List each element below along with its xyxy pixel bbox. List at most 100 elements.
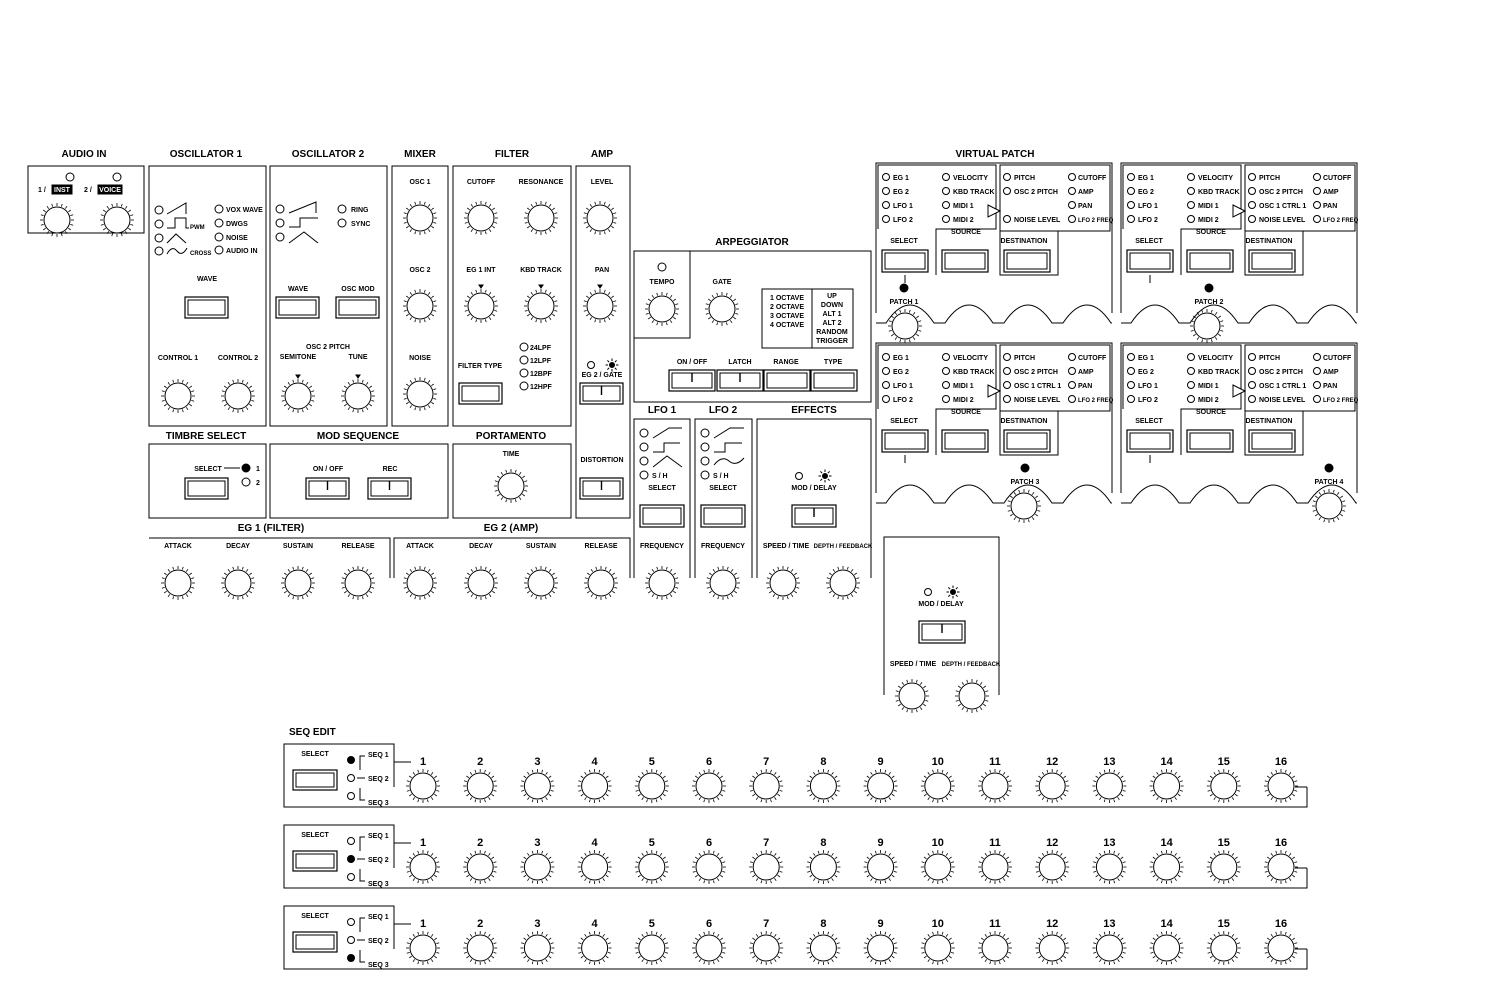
seq-row-1-step-2-knob[interactable]	[463, 769, 498, 803]
eg2-attack-knob[interactable]	[403, 566, 437, 600]
patch2-destination-button[interactable]	[1248, 249, 1296, 273]
seq-row-1-step-9-knob[interactable]	[863, 769, 898, 803]
seq-row-1-step-11-knob[interactable]	[978, 769, 1012, 803]
patch2-select-button[interactable]	[1126, 249, 1174, 273]
patch4-source-button[interactable]	[1186, 429, 1234, 453]
seq-row-1-step-12-knob[interactable]	[1035, 769, 1070, 803]
patch4-destination-button[interactable]	[1248, 429, 1296, 453]
seq-row-3-step-14-knob[interactable]	[1149, 931, 1184, 965]
seq-row-2-step-2-knob[interactable]	[463, 850, 498, 884]
seq-row-3-step-11-knob[interactable]	[978, 931, 1012, 965]
effects2-mod-delay-button[interactable]	[918, 620, 966, 644]
seq-row-1-step-13-knob[interactable]	[1092, 769, 1127, 803]
seq-row-2-step-14-knob[interactable]	[1149, 850, 1184, 884]
seq-row-3-step-8-knob[interactable]	[806, 931, 841, 965]
seq-row-3-step-7-knob[interactable]	[749, 931, 784, 965]
seq-row-3-step-12-knob[interactable]	[1035, 931, 1070, 965]
tune-knob[interactable]	[341, 374, 375, 413]
mixer-noise-knob[interactable]	[403, 377, 437, 411]
patch4-intensity-knob[interactable]	[1312, 489, 1346, 523]
seq-row-1-step-8-knob[interactable]	[806, 769, 841, 803]
seq-row-1-select-button[interactable]	[292, 769, 338, 791]
patch3-destination-button[interactable]	[1003, 429, 1051, 453]
effects-depth-feedback-knob[interactable]	[826, 566, 860, 600]
seq-row-3-step-6-knob[interactable]	[692, 931, 726, 965]
eg1-sustain-knob[interactable]	[281, 566, 315, 600]
seq-row-2-step-11-knob[interactable]	[978, 850, 1012, 884]
control1-knob[interactable]	[161, 379, 195, 413]
effects2-speed-time-knob[interactable]	[895, 679, 929, 713]
patch2-source-button[interactable]	[1186, 249, 1234, 273]
seq-row-2-step-5-knob[interactable]	[634, 850, 669, 884]
patch1-source-button[interactable]	[941, 249, 989, 273]
input1-level-knob[interactable]	[40, 203, 74, 237]
seq-row-1-step-6-knob[interactable]	[692, 769, 726, 803]
seq-row-2-step-1-knob[interactable]	[406, 850, 440, 884]
seq-row-2-step-4-knob[interactable]	[577, 850, 612, 884]
seq-row-2-step-16-knob[interactable]	[1264, 850, 1298, 884]
modseq-rec-button[interactable]	[367, 477, 412, 500]
seq-row-3-step-15-knob[interactable]	[1206, 931, 1241, 965]
seq-row-3-step-3-knob[interactable]	[520, 931, 555, 965]
seq-row-1-step-4-knob[interactable]	[577, 769, 612, 803]
patch1-intensity-knob[interactable]	[888, 309, 922, 343]
effects-speed-time-knob[interactable]	[766, 566, 800, 600]
seq-row-3-step-16-knob[interactable]	[1264, 931, 1298, 965]
modseq-on-off-button[interactable]	[305, 477, 350, 500]
effects-mod-delay-button[interactable]	[791, 504, 837, 528]
eg1-release-knob[interactable]	[341, 566, 375, 600]
seq-row-3-step-4-knob[interactable]	[577, 931, 612, 965]
arp-type-button[interactable]	[810, 369, 858, 392]
patch4-select-button[interactable]	[1126, 429, 1174, 453]
patch1-destination-button[interactable]	[1003, 249, 1051, 273]
distortion-button[interactable]	[579, 477, 624, 500]
osc-mod-button[interactable]	[335, 296, 380, 319]
effects2-depth-feedback-knob[interactable]	[955, 679, 989, 713]
kbd-track-knob[interactable]	[524, 284, 558, 323]
seq-row-1-step-10-knob[interactable]	[920, 769, 955, 803]
arp-latch-button[interactable]	[716, 369, 764, 392]
seq-row-3-step-1-knob[interactable]	[406, 931, 440, 965]
control2-knob[interactable]	[221, 379, 255, 413]
seq-row-1-step-1-knob[interactable]	[406, 769, 440, 803]
seq-row-1-step-5-knob[interactable]	[634, 769, 669, 803]
seq-row-2-step-12-knob[interactable]	[1035, 850, 1070, 884]
patch2-intensity-knob[interactable]	[1190, 309, 1224, 343]
lfo2-select-button[interactable]	[700, 504, 746, 528]
seq-row-1-step-3-knob[interactable]	[520, 769, 555, 803]
seq-row-3-step-2-knob[interactable]	[463, 931, 498, 965]
gate-knob[interactable]	[705, 292, 739, 326]
seq-row-2-step-3-knob[interactable]	[520, 850, 555, 884]
cutoff-knob[interactable]	[464, 201, 498, 235]
portamento-time-knob[interactable]	[494, 469, 528, 503]
seq-row-3-step-9-knob[interactable]	[863, 931, 898, 965]
seq-row-2-step-10-knob[interactable]	[920, 850, 955, 884]
seq-row-3-step-10-knob[interactable]	[920, 931, 955, 965]
eg1-decay-knob[interactable]	[221, 566, 255, 600]
eg2-gate-button[interactable]	[579, 382, 624, 405]
level-knob[interactable]	[583, 201, 617, 235]
resonance-knob[interactable]	[524, 201, 558, 235]
seq-row-1-step-15-knob[interactable]	[1206, 769, 1241, 803]
seq-row-3-select-button[interactable]	[292, 931, 338, 953]
seq-row-3-step-13-knob[interactable]	[1092, 931, 1127, 965]
seq-row-2-step-7-knob[interactable]	[749, 850, 784, 884]
lfo2-frequency-knob[interactable]	[706, 566, 740, 600]
mixer-osc1-knob[interactable]	[403, 201, 437, 235]
lfo1-select-button[interactable]	[639, 504, 685, 528]
seq-row-1-step-16-knob[interactable]	[1264, 769, 1298, 803]
eg1-int-knob[interactable]	[464, 284, 498, 323]
osc1-wave-button[interactable]	[184, 296, 229, 319]
seq-row-2-step-15-knob[interactable]	[1206, 850, 1241, 884]
seq-row-1-step-7-knob[interactable]	[749, 769, 784, 803]
osc2-wave-button[interactable]	[275, 296, 320, 319]
arp-on-off-button[interactable]	[668, 369, 716, 392]
arp-range-button[interactable]	[763, 369, 811, 392]
mixer-osc2-knob[interactable]	[403, 289, 437, 323]
eg1-attack-knob[interactable]	[161, 566, 195, 600]
tempo-knob[interactable]	[645, 292, 679, 326]
patch3-source-button[interactable]	[941, 429, 989, 453]
seq-row-2-step-8-knob[interactable]	[806, 850, 841, 884]
seq-row-2-step-6-knob[interactable]	[692, 850, 726, 884]
eg2-sustain-knob[interactable]	[524, 566, 558, 600]
